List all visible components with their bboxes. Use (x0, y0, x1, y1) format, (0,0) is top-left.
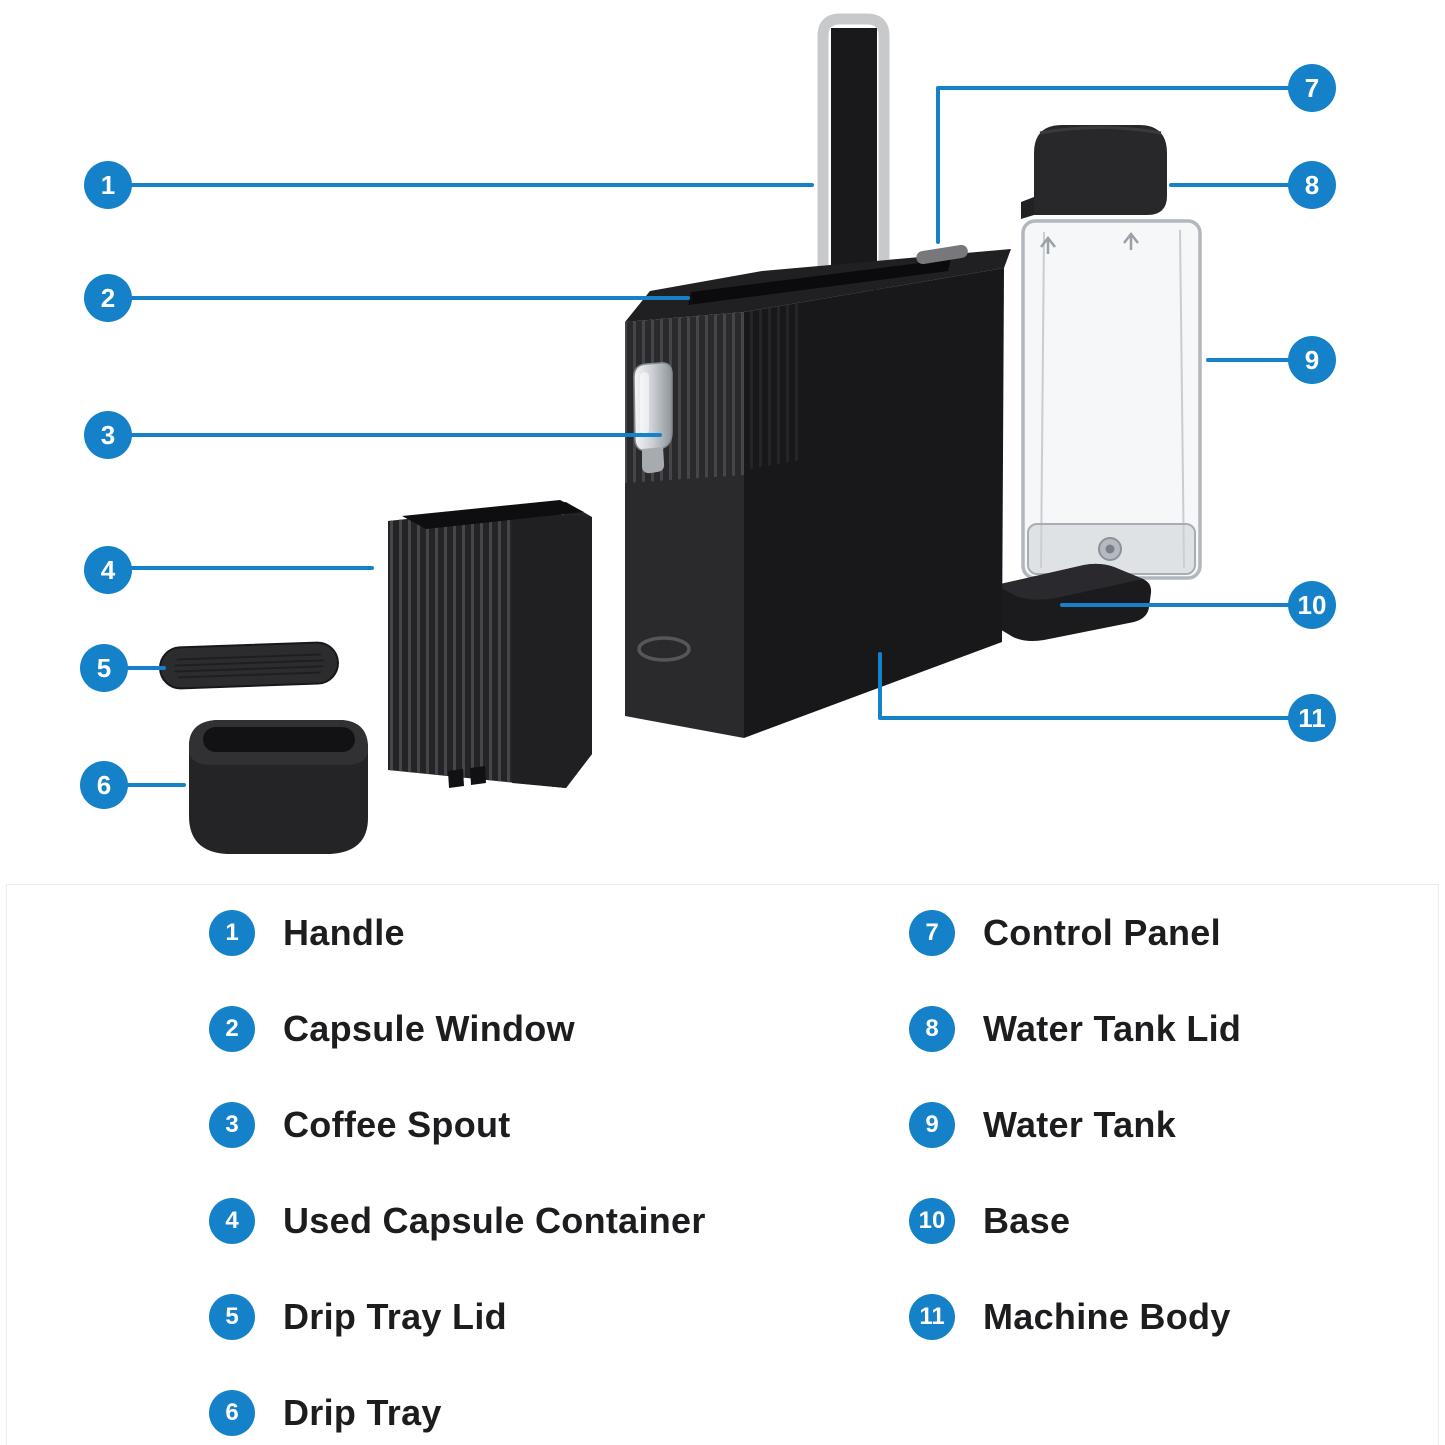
legend-label: Base (983, 1200, 1071, 1241)
water-tank-lid-icon (1021, 125, 1167, 219)
callout-badge-6: 6 (80, 761, 128, 809)
callout-line-5 (126, 666, 166, 670)
control-panel-icon (916, 244, 968, 265)
callout-line-2 (130, 296, 690, 300)
legend-item-water-tank-lid: 8 Water Tank Lid (909, 981, 1241, 1077)
base-icon (996, 563, 1152, 641)
callout-line-11 (880, 716, 1290, 720)
legend-label: Water Tank (983, 1104, 1177, 1145)
legend-label: Drip Tray Lid (283, 1296, 507, 1337)
callout-badge-2: 2 (84, 274, 132, 322)
callout-line-6 (126, 783, 186, 787)
legend-item-drip-tray-lid: 5 Drip Tray Lid (209, 1269, 706, 1365)
callout-badge-1: 1 (84, 161, 132, 209)
used-capsule-container-icon (388, 500, 592, 788)
legend-item-machine-body: 11 Machine Body (909, 1269, 1241, 1365)
machine-body-icon (625, 244, 1011, 738)
legend-item-control-panel: 7 Control Panel (909, 885, 1241, 981)
legend-column-left: 1 Handle 2 Capsule Window 3 Coffee Spout… (209, 885, 706, 1445)
legend-number-badge: 4 (209, 1198, 255, 1244)
legend-item-coffee-spout: 3 Coffee Spout (209, 1077, 706, 1173)
drip-tray-icon (189, 720, 368, 854)
exploded-view-illustration (159, 13, 1202, 854)
legend-item-used-capsule-container: 4 Used Capsule Container (209, 1173, 706, 1269)
legend-number-badge: 10 (909, 1198, 955, 1244)
callout-badge-3: 3 (84, 411, 132, 459)
callout-line-11-vertical (878, 652, 882, 720)
legend-label: Water Tank Lid (983, 1008, 1242, 1049)
callout-badge-9: 9 (1288, 336, 1336, 384)
coffee-spout-icon (633, 362, 673, 474)
legend-number-badge: 8 (909, 1006, 955, 1052)
legend-number-badge: 3 (209, 1102, 255, 1148)
legend-number-badge: 1 (209, 910, 255, 956)
callout-badge-11: 11 (1288, 694, 1336, 742)
legend-label: Used Capsule Container (283, 1200, 706, 1241)
callout-line-7 (938, 86, 1290, 90)
legend-label: Drip Tray (283, 1392, 442, 1433)
legend-section: 1 Handle 2 Capsule Window 3 Coffee Spout… (6, 884, 1439, 1445)
callout-line-4 (130, 566, 374, 570)
legend-item-handle: 1 Handle (209, 885, 706, 981)
legend-number-badge: 5 (209, 1294, 255, 1340)
callout-line-1 (130, 183, 814, 187)
callout-line-9 (1206, 358, 1290, 362)
legend-item-base: 10 Base (909, 1173, 1241, 1269)
callout-line-8 (1169, 183, 1290, 187)
callout-badge-8: 8 (1288, 161, 1336, 209)
legend-item-capsule-window: 2 Capsule Window (209, 981, 706, 1077)
legend-column-right: 7 Control Panel 8 Water Tank Lid 9 Water… (909, 885, 1241, 1365)
legend-number-badge: 6 (209, 1390, 255, 1436)
legend-label: Control Panel (983, 912, 1221, 953)
legend-label: Machine Body (983, 1296, 1231, 1337)
legend-number-badge: 2 (209, 1006, 255, 1052)
handle-icon (817, 13, 890, 292)
callout-badge-4: 4 (84, 546, 132, 594)
callout-badge-10: 10 (1288, 581, 1336, 629)
legend-number-badge: 7 (909, 910, 955, 956)
legend-item-water-tank: 9 Water Tank (909, 1077, 1241, 1173)
callout-line-7-vertical (936, 86, 940, 244)
callout-badge-5: 5 (80, 644, 128, 692)
legend-label: Coffee Spout (283, 1104, 511, 1145)
callout-badge-7: 7 (1288, 64, 1336, 112)
legend-number-badge: 9 (909, 1102, 955, 1148)
legend-label: Handle (283, 912, 405, 953)
drip-tray-lid-icon (159, 641, 339, 690)
capsule-window-icon (688, 259, 951, 305)
legend-item-drip-tray: 6 Drip Tray (209, 1365, 706, 1445)
legend-label: Capsule Window (283, 1008, 575, 1049)
legend-number-badge: 11 (909, 1294, 955, 1340)
water-tank-icon (1021, 219, 1202, 580)
callout-line-3 (130, 433, 662, 437)
callout-line-10 (1060, 603, 1290, 607)
